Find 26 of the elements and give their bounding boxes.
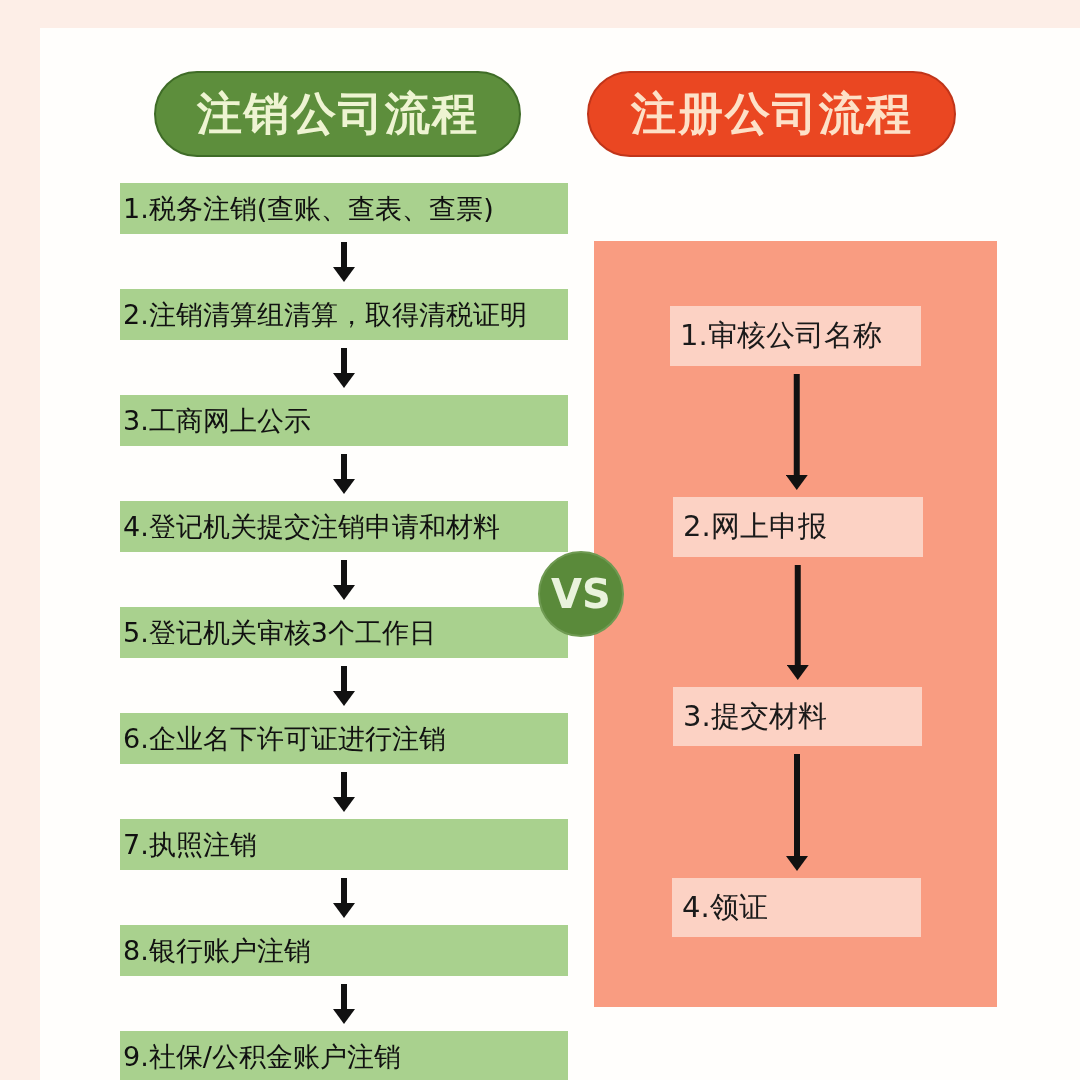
arrow xyxy=(333,772,355,812)
arrow xyxy=(333,454,355,494)
step-box: 2.网上申报 xyxy=(673,497,923,557)
step-box: 2.注销清算组清算，取得清税证明 xyxy=(120,289,568,340)
arrow xyxy=(333,560,355,600)
arrow xyxy=(785,374,808,490)
step-box: 4.登记机关提交注销申请和材料 xyxy=(120,501,568,552)
arrow xyxy=(333,242,355,282)
heading-pill: 注册公司流程 xyxy=(587,71,956,157)
step-box: 3.提交材料 xyxy=(673,687,922,746)
step-box: 4.领证 xyxy=(672,878,921,937)
step-box: 6.企业名下许可证进行注销 xyxy=(120,713,568,764)
step-box: 1.审核公司名称 xyxy=(670,306,921,366)
step-box: 3.工商网上公示 xyxy=(120,395,568,446)
arrow xyxy=(333,348,355,388)
arrow xyxy=(333,984,355,1024)
arrow xyxy=(786,565,809,680)
step-box: 8.银行账户注销 xyxy=(120,925,568,976)
heading-pill: 注销公司流程 xyxy=(154,71,521,157)
arrow xyxy=(333,666,355,706)
step-box: 5.登记机关审核3个工作日 xyxy=(120,607,568,658)
step-box: 9.社保/公积金账户注销 xyxy=(120,1031,568,1080)
arrow xyxy=(786,754,808,871)
arrow xyxy=(333,878,355,918)
step-box: 7.执照注销 xyxy=(120,819,568,870)
step-box: 1.税务注销(查账、查表、查票) xyxy=(120,183,568,234)
